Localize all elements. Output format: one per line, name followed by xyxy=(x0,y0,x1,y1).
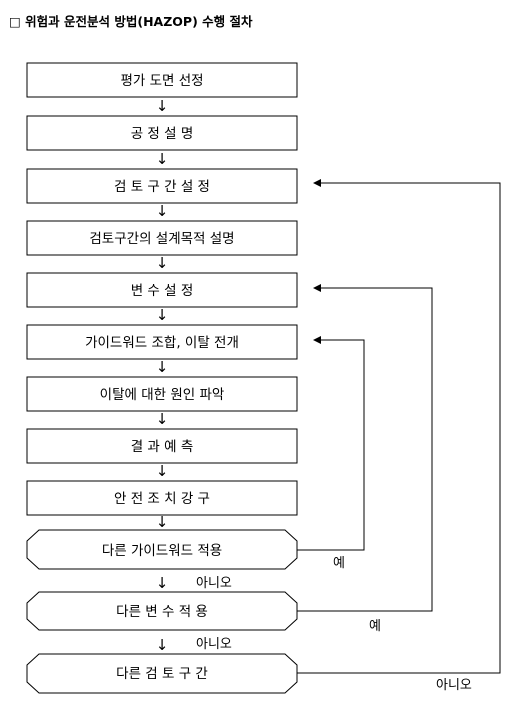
down-arrow-icon: ↓ xyxy=(156,254,169,272)
down-arrow-icon: ↓ xyxy=(156,358,169,376)
svg-text:평가 도면 선정: 평가 도면 선정 xyxy=(120,73,203,89)
down-arrow-icon: ↓ xyxy=(156,150,169,168)
down-arrow-icon: ↓ xyxy=(156,462,169,480)
svg-text:다른 검 토 구 간: 다른 검 토 구 간 xyxy=(116,666,208,682)
step-identify-causes: 이탈에 대한 원인 파악 xyxy=(26,376,298,412)
loop-parameter-to-setting xyxy=(297,284,433,612)
step-set-review-section: 검 토 구 간 설 정 xyxy=(26,168,298,204)
down-arrow-icon: ↓ xyxy=(156,202,169,220)
decision-other-section: 다른 검 토 구 간 xyxy=(26,653,298,694)
down-arrow-icon: ↓ xyxy=(156,97,169,115)
down-arrow-icon: ↓ xyxy=(156,636,169,654)
svg-text:안 전 조 치 강 구: 안 전 조 치 강 구 xyxy=(114,491,210,507)
yes-label-1: 예 xyxy=(333,556,345,571)
no-label-1: 아니오 xyxy=(196,576,232,591)
decision-other-guideword: 다른 가이드워드 적용 xyxy=(26,529,298,570)
step-predict-consequences: 결 과 예 측 xyxy=(26,428,298,464)
step-process-description: 공 정 설 명 xyxy=(26,115,298,151)
step-guideword-deviation: 가이드워드 조합, 이탈 전개 xyxy=(26,324,298,360)
page-title: □ 위험과 운전분석 방법(HAZOP) 수행 절차 xyxy=(9,14,253,29)
down-arrow-icon: ↓ xyxy=(156,410,169,428)
svg-text:다른 가이드워드 적용: 다른 가이드워드 적용 xyxy=(102,543,222,559)
down-arrows: ↓ ↓ ↓ ↓ ↓ ↓ ↓ ↓ ↓ ↓ ↓ xyxy=(156,97,169,654)
svg-text:이탈에 대한 원인 파악: 이탈에 대한 원인 파악 xyxy=(100,387,225,403)
svg-text:결 과 예 측: 결 과 예 측 xyxy=(131,439,194,455)
loop-guideword-to-combination xyxy=(297,336,365,551)
svg-text:검토구간의 설계목적 설명: 검토구간의 설계목적 설명 xyxy=(89,231,234,247)
step-set-parameter: 변 수 설 정 xyxy=(26,272,298,308)
down-arrow-icon: ↓ xyxy=(156,306,169,324)
step-safety-measures: 안 전 조 치 강 구 xyxy=(26,480,298,516)
down-arrow-icon: ↓ xyxy=(156,574,169,592)
no-label-2: 아니오 xyxy=(196,637,232,652)
decision-other-parameter: 다른 변 수 적 용 xyxy=(26,591,298,631)
svg-text:검 토 구 간 설 정: 검 토 구 간 설 정 xyxy=(114,179,210,195)
svg-text:가이드워드 조합, 이탈 전개: 가이드워드 조합, 이탈 전개 xyxy=(85,335,239,351)
loop-section-to-review xyxy=(297,179,501,674)
no-label-3: 아니오 xyxy=(436,678,472,693)
svg-text:변 수 설 정: 변 수 설 정 xyxy=(131,283,194,299)
step-design-intent: 검토구간의 설계목적 설명 xyxy=(26,220,298,256)
down-arrow-icon: ↓ xyxy=(156,513,169,531)
yes-label-2: 예 xyxy=(369,619,381,634)
svg-text:공 정 설 명: 공 정 설 명 xyxy=(131,126,194,142)
step-select-drawing: 평가 도면 선정 xyxy=(26,62,298,98)
svg-text:다른 변 수 적 용: 다른 변 수 적 용 xyxy=(116,604,208,620)
